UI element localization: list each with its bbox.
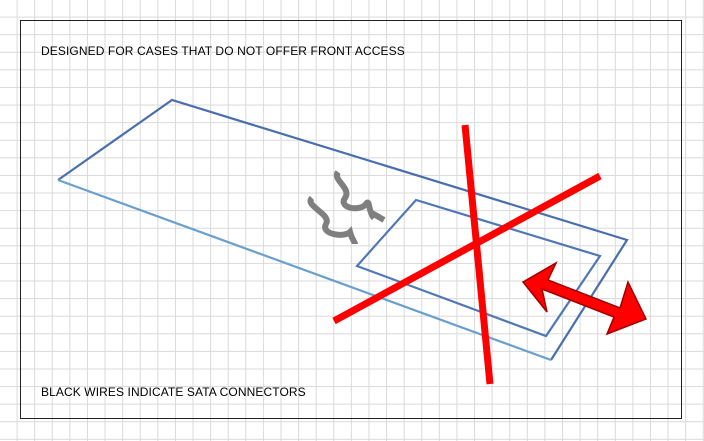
top-caption: DESIGNED FOR CASES THAT DO NOT OFFER FRO… — [41, 44, 405, 58]
sata-wire-end — [368, 209, 386, 223]
sata-wire-upper — [333, 170, 377, 221]
red-x-mark-icon — [332, 124, 602, 385]
sata-wire-icon — [307, 170, 386, 245]
cross-stroke-diagonal — [332, 172, 602, 325]
outer-tray — [57, 98, 629, 362]
cross-stroke-vertical — [461, 124, 494, 385]
outer-tray-top-edge — [57, 98, 629, 361]
sata-wire-lower — [307, 195, 358, 245]
bottom-caption: BLACK WIRES INDICATE SATA CONNECTORS — [41, 385, 306, 399]
double-headed-arrow-icon — [521, 261, 648, 336]
diagram-frame — [20, 20, 682, 419]
outer-tray-bottom-edge — [57, 178, 552, 362]
